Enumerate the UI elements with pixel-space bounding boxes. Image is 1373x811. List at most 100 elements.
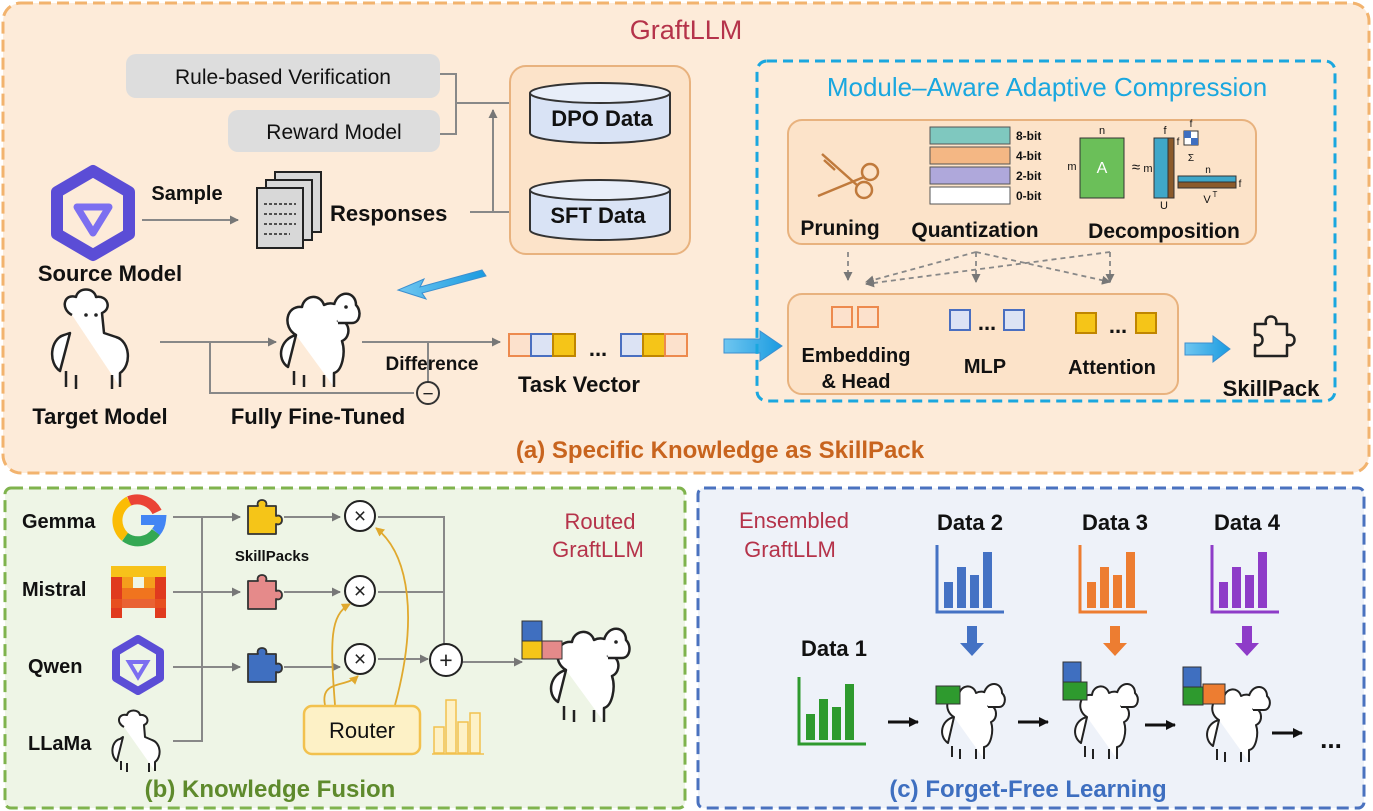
- llama-stage-2-icon: [1074, 683, 1139, 759]
- model-label-qwen: Qwen: [28, 656, 82, 678]
- figure-title: GraftLLM: [630, 15, 743, 45]
- skip-connection: [209, 342, 414, 394]
- stage-1-green-piece: [935, 685, 961, 705]
- stage-2-blue-piece: [1062, 661, 1082, 683]
- compression-title: Module–Aware Adaptive Compression: [827, 72, 1267, 102]
- sequence-arrows: [888, 717, 1303, 738]
- u-label: U: [1160, 200, 1168, 212]
- rule-verification-box: [126, 54, 440, 98]
- mistral-logo-icon: [111, 566, 166, 618]
- attention-label: Attention: [1068, 357, 1156, 379]
- task-vector-label: Task Vector: [518, 372, 640, 397]
- router-label: Router: [329, 718, 395, 743]
- arrow-to-compression: [723, 330, 783, 362]
- approx-symbol: ≈: [1132, 159, 1140, 176]
- dpo-data-cylinder: [529, 82, 671, 144]
- bit-label-4: 4-bit: [1016, 149, 1041, 163]
- sum-operator: [429, 643, 463, 677]
- model-label-mistral: Mistral: [22, 579, 86, 601]
- data-1-chart-icon: [797, 677, 866, 746]
- panel-b: Gemma Mistral Qwen LLaMa: [3, 486, 687, 810]
- data-4-label: Data 4: [1214, 510, 1281, 535]
- stage-3-blue-piece: [1182, 666, 1202, 688]
- multiply-operator-2: [344, 575, 376, 607]
- dim-f-u-label: f: [1163, 125, 1167, 137]
- stage-2-green-piece: [1062, 681, 1088, 701]
- attention-ellipsis: ...: [1109, 313, 1127, 338]
- sft-data-label: SFT Data: [550, 203, 646, 228]
- data-4-down-arrow: [1235, 626, 1259, 656]
- dim-f-sigma-label: f: [1190, 119, 1193, 130]
- dim-f-v-label: f: [1239, 179, 1242, 190]
- embedding-cell-1: [831, 306, 853, 328]
- difference-label: Difference: [386, 354, 479, 375]
- data-2-chart-icon: [935, 545, 1004, 614]
- router-weights-icon: [432, 699, 484, 755]
- skillpack-red-icon: [247, 574, 283, 610]
- reward-model-label: Reward Model: [266, 121, 401, 144]
- decomposition-label: Decomposition: [1088, 220, 1240, 243]
- compression-frame: [755, 59, 1337, 403]
- multiply-symbol-2: ×: [354, 580, 366, 603]
- bit-label-8: 8-bit: [1016, 129, 1041, 143]
- sft-data-cylinder: [529, 179, 671, 241]
- finetuned-llama-icon: [279, 292, 361, 387]
- data-2-down-arrow: [960, 626, 984, 656]
- panel-c-caption: (c) Forget-Free Learning: [889, 776, 1166, 803]
- panel-b-frame: [3, 486, 687, 810]
- stage-3-green-piece: [1182, 686, 1204, 706]
- pruning-label: Pruning: [800, 217, 879, 240]
- model-label-gemma: Gemma: [22, 511, 96, 533]
- multiply-symbol-1: ×: [354, 505, 366, 528]
- data-3-chart-icon: [1078, 545, 1147, 614]
- rule-verification-label: Rule-based Verification: [175, 66, 391, 89]
- skillpack-blue-icon: [247, 647, 283, 683]
- panel-c: Ensembled GraftLLM Data 2 Data 3 Data 4 …: [696, 486, 1366, 810]
- minus-symbol: −: [422, 384, 433, 405]
- attention-cell-1: [1075, 312, 1097, 334]
- dim-m-label: m: [1067, 161, 1076, 173]
- vt-sup-label: T: [1213, 190, 1218, 199]
- llama-stage-1-icon: [941, 683, 1006, 759]
- multiply-operator-3: [344, 643, 376, 675]
- panel-a: GraftLLM Rule-based Verification Reward …: [1, 1, 1371, 475]
- ensembled-label-2: GraftLLM: [744, 537, 836, 562]
- source-model-label: Source Model: [38, 261, 182, 286]
- mlp-cell-1: [949, 309, 971, 331]
- multiply-operator-1: [344, 500, 376, 532]
- llama-stage-3-icon: [1206, 686, 1271, 762]
- routed-puzzles-icon: [521, 620, 563, 660]
- vt-label: V: [1203, 194, 1211, 206]
- dpo-data-label: DPO Data: [551, 106, 653, 131]
- matrix-a-label: A: [1097, 160, 1108, 177]
- fully-fine-tuned-label: Fully Fine-Tuned: [231, 404, 405, 429]
- skillpack-label: SkillPack: [1223, 376, 1320, 401]
- data-3-label: Data 3: [1082, 510, 1148, 535]
- decomposition-diagram: [1079, 130, 1237, 199]
- minus-operator: [416, 381, 440, 405]
- mlp-cell-2: [1003, 309, 1025, 331]
- sample-label: Sample: [151, 183, 222, 205]
- responses-label: Responses: [330, 201, 447, 226]
- reward-model-box: [228, 110, 440, 152]
- bit-label-0: 0-bit: [1016, 189, 1041, 203]
- quantization-label: Quantization: [911, 219, 1038, 242]
- qwen-small-logo-icon: [112, 635, 164, 695]
- compression-methods-box: [787, 119, 1257, 245]
- dim-m-u-label: m: [1143, 163, 1152, 175]
- sigma-label: Σ: [1188, 153, 1194, 164]
- dim-f-sigma-left-label: f: [1177, 137, 1180, 148]
- skillpack-yellow-icon: [247, 499, 283, 535]
- llama-small-icon: [111, 709, 161, 772]
- feedback-arrow: [396, 269, 487, 300]
- routed-label-2: GraftLLM: [552, 537, 644, 562]
- google-logo-icon: [112, 494, 167, 547]
- quantization-bars: [929, 126, 1011, 205]
- embedding-cell-2: [857, 306, 879, 328]
- dim-n-v-label: n: [1205, 165, 1211, 176]
- fusion-connectors: [173, 512, 523, 742]
- data-1-label: Data 1: [801, 636, 867, 661]
- qwen-logo-icon: [51, 165, 135, 261]
- target-llama-icon: [51, 288, 129, 389]
